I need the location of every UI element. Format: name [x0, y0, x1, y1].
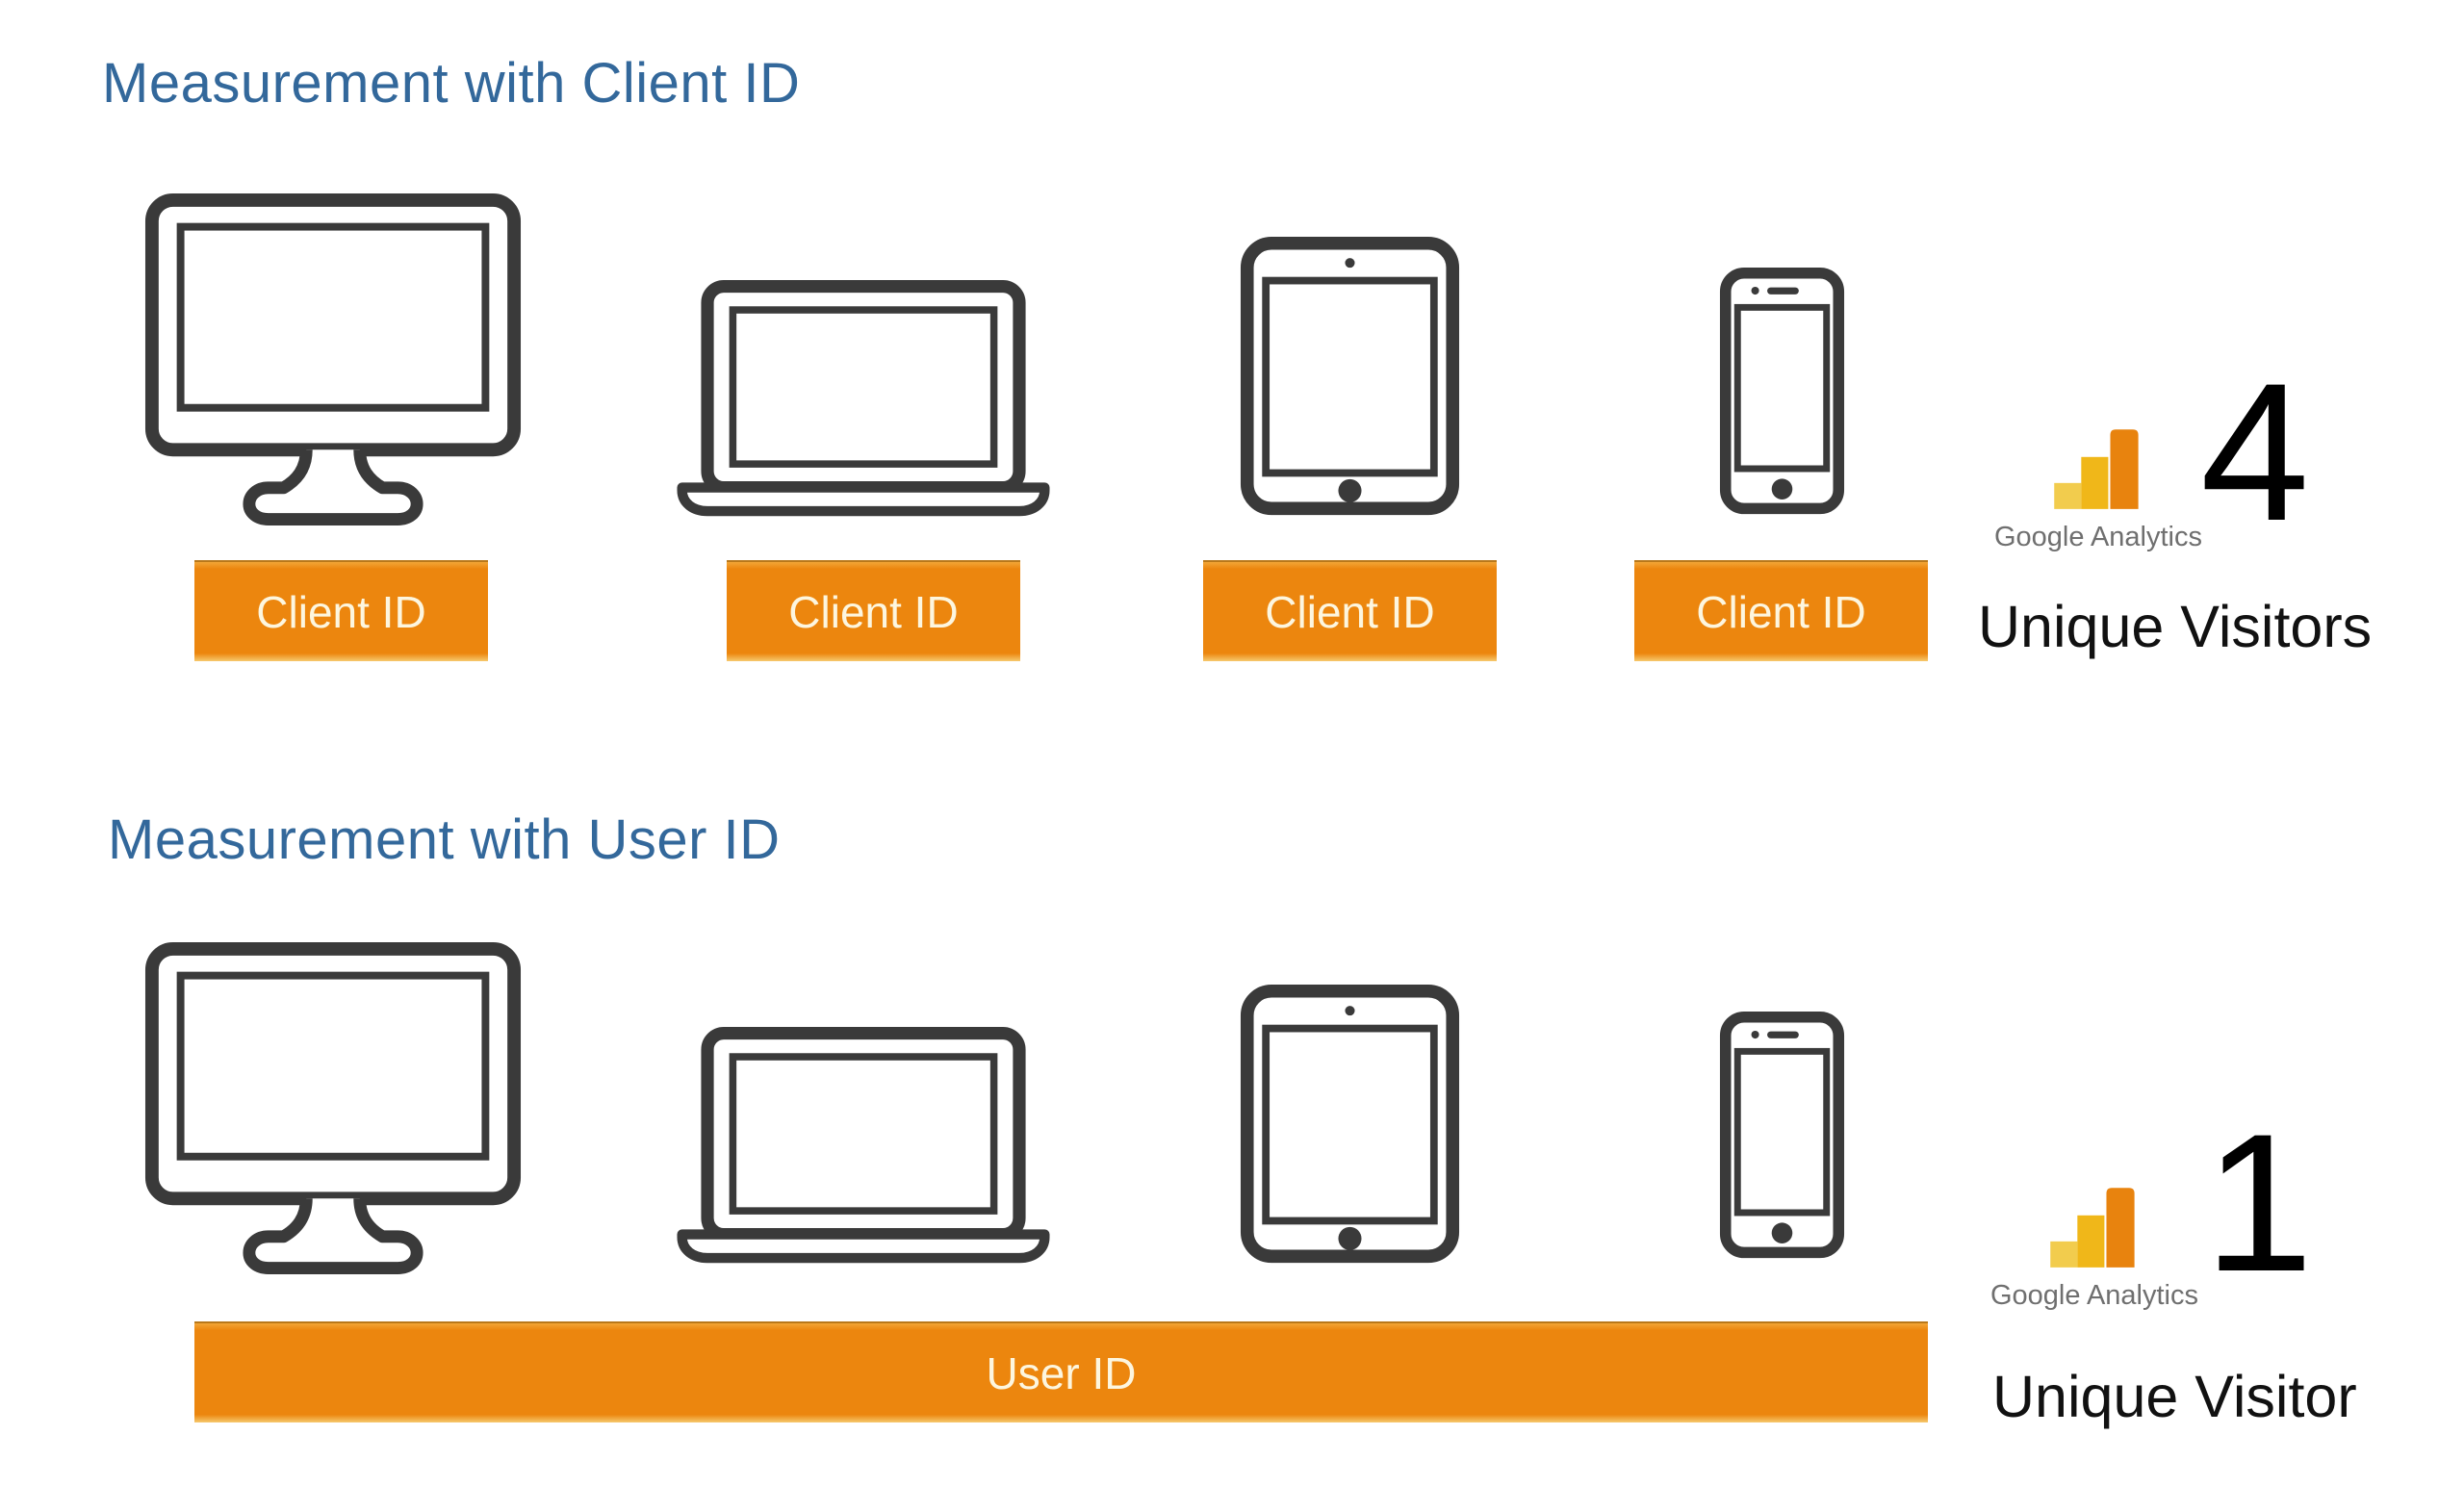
unique-visitor-count: 1 — [2204, 1093, 2314, 1313]
google-analytics-wordmark: Google Analytics — [1993, 522, 2202, 552]
tablet-icon — [1240, 236, 1460, 516]
smartphone-icon — [1719, 267, 1845, 515]
unique-visitor-label: Unique Visitor — [1992, 1364, 2357, 1429]
unique-visitor-count: 4 — [2200, 343, 2310, 562]
client-id-badge: Client ID — [194, 560, 488, 661]
section-heading-user-id: Measurement with User ID — [108, 808, 781, 871]
google-analytics-logo-icon — [2044, 1170, 2144, 1270]
client-id-badge: Client ID — [727, 560, 1020, 661]
unique-visitors-label: Unique Visitors — [1978, 594, 2373, 659]
client-id-badge: Client ID — [1203, 560, 1497, 661]
section-heading-client-id: Measurement with Client ID — [102, 52, 801, 115]
user-id-bar: User ID — [194, 1321, 1928, 1422]
tablet-icon — [1240, 984, 1460, 1264]
google-analytics-wordmark: Google Analytics — [1989, 1280, 2198, 1311]
laptop-icon — [677, 279, 1050, 517]
laptop-icon — [677, 1026, 1050, 1264]
google-analytics-logo-icon — [2048, 412, 2148, 512]
smartphone-icon — [1719, 1011, 1845, 1259]
desktop-icon — [142, 191, 524, 525]
desktop-icon — [142, 939, 524, 1274]
client-id-badge: Client ID — [1634, 560, 1928, 661]
